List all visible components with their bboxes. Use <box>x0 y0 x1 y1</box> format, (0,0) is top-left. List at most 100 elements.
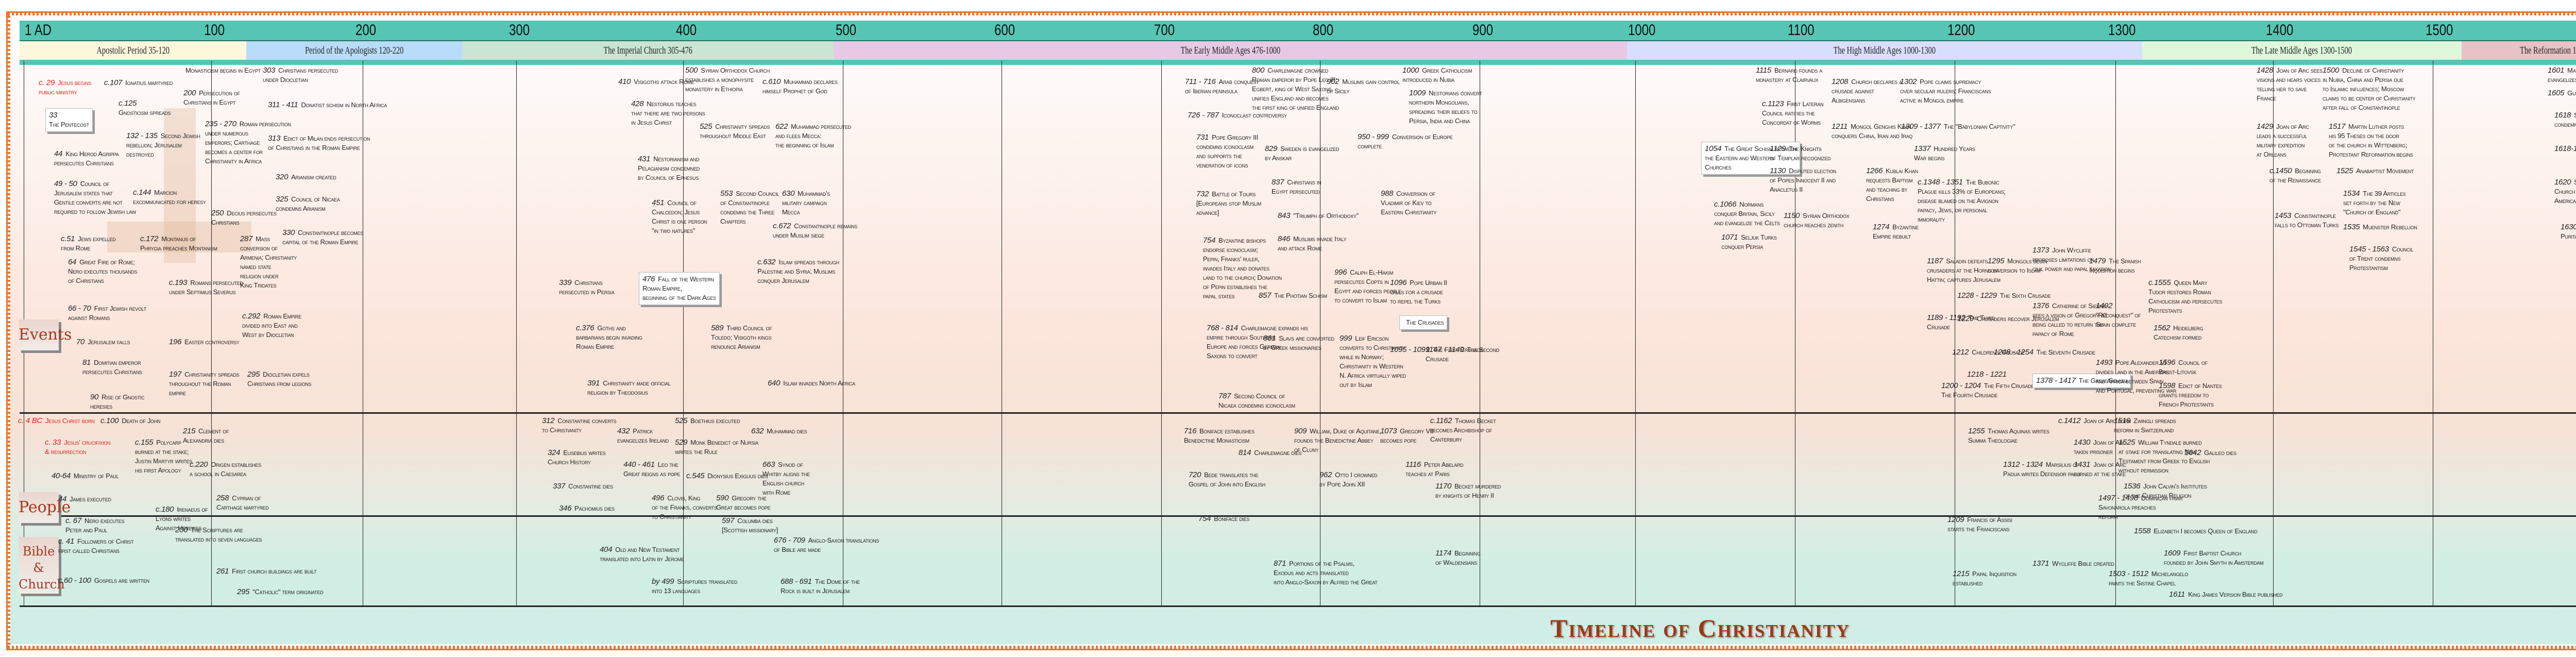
event-entry-year: c.292 <box>242 312 261 321</box>
people-entry-year: c.220 <box>190 460 208 469</box>
event-entry-year: 1000 <box>1402 66 1419 75</box>
event-entry-text: Council of Chalcedon; Jesus Christ is on… <box>652 199 707 234</box>
event-entry-year: 66 - 70 <box>68 304 91 313</box>
people-entry-text: Origen establishes a school in Caesarea <box>190 461 261 478</box>
event-entry-year: 325 <box>276 195 289 204</box>
event-entry-year: 391 <box>587 379 600 388</box>
bible-church-label-text: Bible & Church <box>19 544 65 592</box>
event-entry-year: 1378 - 1417 <box>2036 376 2076 385</box>
event-entry: 843"Triumph of Orthodoxy" <box>1278 211 1359 221</box>
event-entry-text: Donatist schism in North Africa <box>301 101 387 109</box>
bible-entry-year: 404 <box>600 545 613 554</box>
people-entry-year: 440 - 461 <box>623 460 655 469</box>
people-entry-text: Boniface establishes Benedictine Monasti… <box>1184 427 1255 444</box>
event-entry-year: 1479 <box>2089 257 2106 265</box>
event-entry-year: 132 - 135 <box>126 131 158 140</box>
event-entry-year: 33 <box>49 111 58 120</box>
century-gridline <box>2273 61 2274 605</box>
event-entry-year: 64 <box>68 258 77 266</box>
event-entry-text: Byzantine Empire rebuilt <box>1873 223 1919 240</box>
event-entry-year: 476 <box>642 275 655 283</box>
event-entry-year: 1187 <box>1927 257 1943 265</box>
event-entry-text: Islam invades North Africa <box>783 379 855 387</box>
people-entry-year: c.155 <box>135 438 154 447</box>
people-entry-text: Dionysius Exiguus dies <box>707 472 768 480</box>
event-entry-year: c.632 <box>757 258 776 266</box>
event-entry-year: 1376 <box>2032 301 2049 310</box>
event-entry-text: Caliph El-Hakim persecutes Copts in Egyp… <box>1334 268 1401 304</box>
event-entry-text: Charlemagne expands his empire through S… <box>1207 324 1308 360</box>
event-entry-year: 1525 <box>2336 166 2353 175</box>
people-entry-year: 1073 <box>1380 427 1397 435</box>
event-entry-text: Edict of Milan ends persecution of Chris… <box>268 134 370 151</box>
century-gridline <box>1635 61 1636 605</box>
bible-entry-year: 200 <box>175 526 188 534</box>
events-label-text: Events <box>19 326 72 344</box>
event-entry-text: Second Council of Nicaea condemns iconoc… <box>1218 392 1295 409</box>
century-label: 700 <box>1154 22 1175 39</box>
people-entry-text: Polycarp burned at the stake; Justin Mar… <box>135 439 192 474</box>
event-entry: 1630Winthrop and many Puritans migrate t… <box>2561 223 2576 241</box>
period-segment: The Imperial Church 305-476 <box>463 41 834 60</box>
event-entry-text: Christianity spreads throughout the Roma… <box>169 370 240 397</box>
event-entry-year: 1493 <box>2096 358 2113 367</box>
event-entry-text: First Lateran Council ratifies the Conco… <box>1762 100 1824 126</box>
event-entry-year: 196 <box>169 338 182 346</box>
event-entry-year: 451 <box>652 198 665 207</box>
event-entry-year: 1115 <box>1756 66 1771 75</box>
event-entry-text: Nestorians convert northern Mongolians, … <box>1409 89 1482 125</box>
people-entry-year: 1255 <box>1968 427 1985 435</box>
event-entry-year: 1428 <box>2257 66 2274 75</box>
century-label: 1 AD <box>25 22 52 39</box>
event-entry-year: 640 <box>768 379 781 388</box>
people-entry-text: Joan of Arc burned at the stake <box>2074 461 2126 478</box>
event-entry: 33 The Pentecost <box>45 108 93 132</box>
event-entry-text: Marcion excommunicated for heresy <box>133 189 206 206</box>
bible-entry-text: King James Version Bible published <box>2188 591 2283 598</box>
event-entry-text: The Bubonic Plague kills 33% of European… <box>1918 178 2006 223</box>
cross-watermark-vertical <box>164 108 196 263</box>
event-entry-year: 1309 - 1377 <box>1901 122 1941 131</box>
event-entry-text: Decline of Christianity in Nubia, China … <box>2323 66 2416 111</box>
people-entry-year: 1525 <box>2119 438 2136 447</box>
event-entry-text: The Pentecost <box>49 121 89 128</box>
event-entry-year: c.1123 <box>1762 99 1784 108</box>
event-entry-year: 431 <box>638 155 651 163</box>
people-entry-text: Jesus Christ born <box>45 417 95 425</box>
century-label: 1500 <box>2426 22 2453 39</box>
people-entry-text: Gregory the Great becomes pope <box>716 494 771 511</box>
people-entry-text: William, Duke of Aquitane, founds the Be… <box>1294 427 1381 453</box>
people-entry-year: 529 <box>675 438 688 447</box>
people-entry-year: c.545 <box>686 471 705 480</box>
event-entry-text: Christianity made official religion by T… <box>587 379 671 396</box>
people-entry-year: 1497 - 1498 <box>2098 494 2138 502</box>
bible-entry-text: The Scriptures are translated into seven… <box>175 526 262 543</box>
